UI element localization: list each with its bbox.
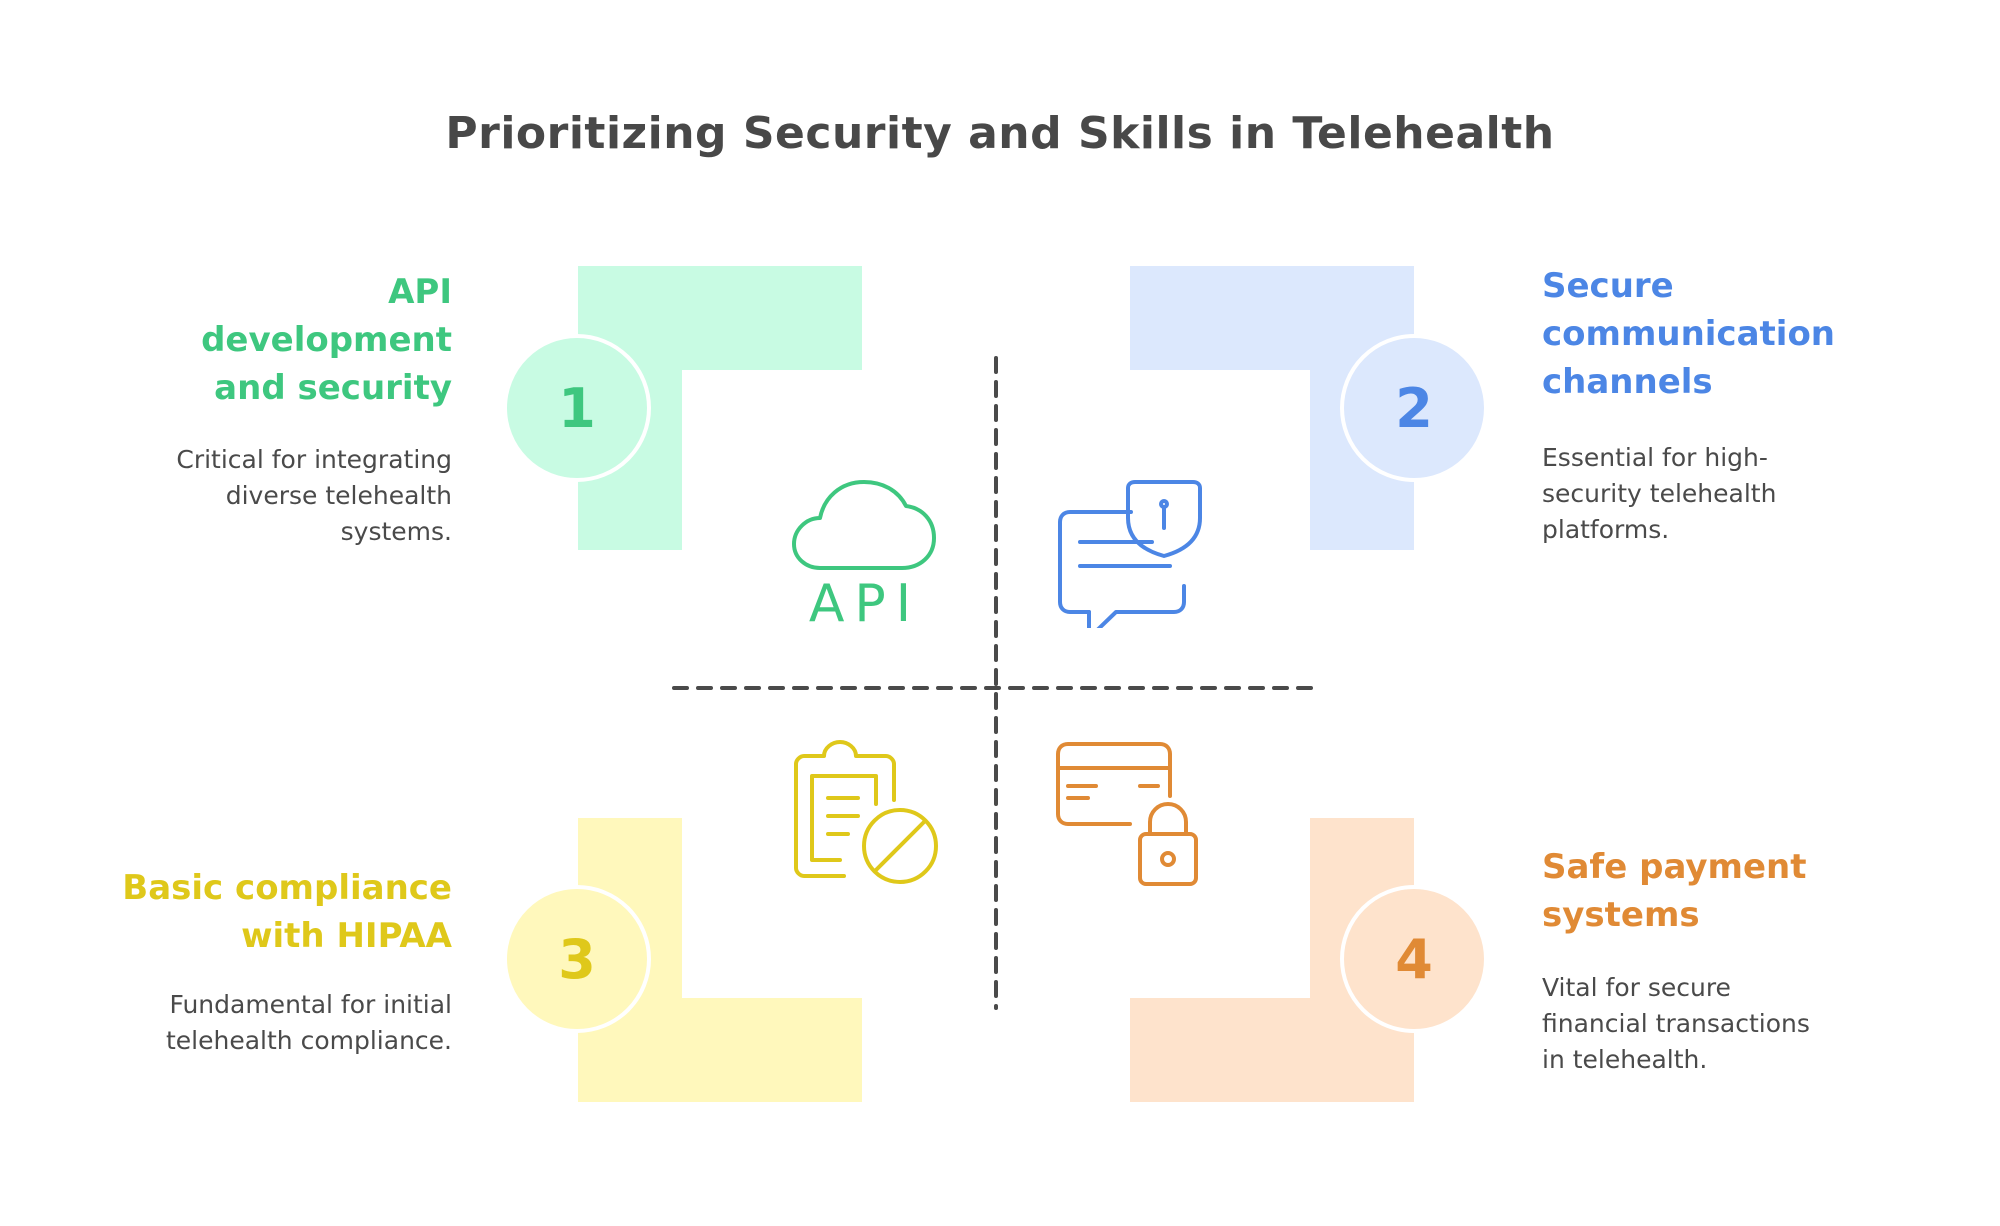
- step-badge-3: 3: [503, 885, 651, 1033]
- heading-1-line-1: API: [388, 272, 452, 312]
- page-title: Prioritizing Security and Skills in Tele…: [445, 108, 1555, 159]
- step-badge-2: 2: [1340, 334, 1488, 482]
- card-lock-icon: [1056, 742, 1198, 886]
- step-badge-4: 4: [1340, 885, 1488, 1033]
- heading-1: API development and security: [92, 268, 452, 412]
- description-1-line-2: diverse telehealth: [225, 481, 452, 510]
- step-number-4: 4: [1395, 927, 1433, 991]
- description-1-line-1: Critical for integrating: [176, 445, 452, 474]
- l-shape-3: [578, 818, 862, 1102]
- heading-1-line-3: and security: [214, 368, 452, 408]
- heading-3-line-1: Basic compliance: [122, 868, 452, 908]
- chat-shield-icon: [1058, 480, 1202, 628]
- clipboard-blocked-icon: [794, 740, 938, 884]
- heading-1-line-2: development: [201, 320, 452, 360]
- description-2-line-2: security telehealth: [1542, 479, 1777, 508]
- step-number-3: 3: [558, 927, 596, 991]
- description-2-line-1: Essential for high-: [1542, 443, 1768, 472]
- l-shape-1: [578, 266, 862, 550]
- heading-4-line-1: Safe payment: [1542, 847, 1807, 887]
- step-badge-1: 1: [503, 334, 651, 482]
- description-4-line-3: in telehealth.: [1542, 1045, 1708, 1074]
- description-4-line-1: Vital for secure: [1542, 973, 1731, 1002]
- l-shape-2: [1130, 266, 1414, 550]
- l-shape-4: [1130, 818, 1414, 1102]
- description-3-line-2: telehealth compliance.: [166, 1026, 452, 1055]
- cloud-api-icon: API: [792, 480, 936, 628]
- description-4-line-2: financial transactions: [1542, 1009, 1810, 1038]
- description-1-line-3: systems.: [340, 517, 452, 546]
- api-label: API: [809, 574, 921, 628]
- description-3-line-1: Fundamental for initial: [169, 990, 452, 1019]
- heading-3: Basic compliance with HIPAA: [92, 864, 452, 960]
- heading-4: Safe payment systems: [1542, 843, 1902, 939]
- description-3: Fundamental for initial telehealth compl…: [92, 987, 452, 1059]
- description-1: Critical for integrating diverse telehea…: [92, 442, 452, 550]
- heading-2-line-3: channels: [1542, 362, 1713, 402]
- description-2-line-3: platforms.: [1542, 515, 1670, 544]
- heading-2: Secure communication channels: [1542, 262, 1902, 406]
- heading-3-line-2: with HIPAA: [241, 916, 452, 956]
- heading-4-line-2: systems: [1542, 895, 1700, 935]
- step-number-1: 1: [558, 376, 596, 440]
- step-number-2: 2: [1395, 376, 1433, 440]
- heading-2-line-2: communication: [1542, 314, 1836, 354]
- description-4: Vital for secure financial transactions …: [1542, 970, 1902, 1078]
- description-2: Essential for high- security telehealth …: [1542, 440, 1902, 548]
- heading-2-line-1: Secure: [1542, 266, 1674, 306]
